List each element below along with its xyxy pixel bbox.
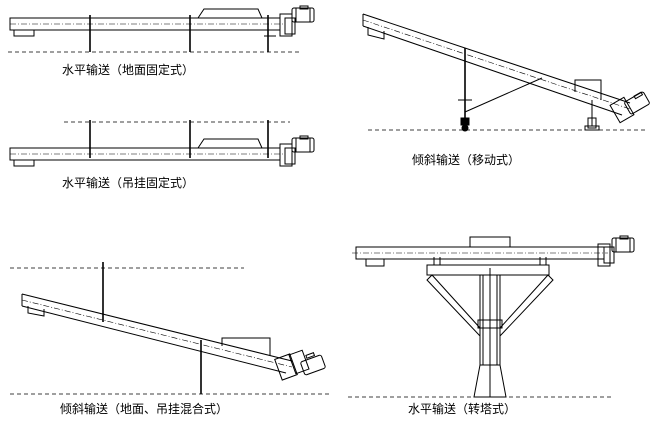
caption-inclined-mobile: 倾斜输送（移动式）	[412, 153, 521, 167]
caption-horizontal-turret: 水平输送（转塔式）	[408, 402, 517, 416]
horizontal-turret-conveyor	[348, 235, 635, 398]
caption-horizontal-ground: 水平输送（地面固定式）	[62, 63, 195, 77]
caption-inclined-mixed: 倾斜输送（地面、吊挂混合式）	[60, 402, 229, 416]
inclined-mobile-conveyor	[362, 13, 650, 132]
caption-horizontal-hanging: 水平输送（吊挂固定式）	[62, 176, 195, 190]
horizontal-hanging-conveyor	[9, 120, 315, 167]
inclined-mixed-conveyor	[10, 262, 332, 395]
drive-motor-icon	[597, 235, 635, 267]
horizontal-ground-conveyor	[8, 5, 315, 53]
drive-motor-icon	[274, 349, 326, 381]
drive-motor-icon	[279, 135, 315, 167]
drive-motor-icon	[279, 5, 315, 37]
drive-motor-icon	[609, 91, 650, 124]
